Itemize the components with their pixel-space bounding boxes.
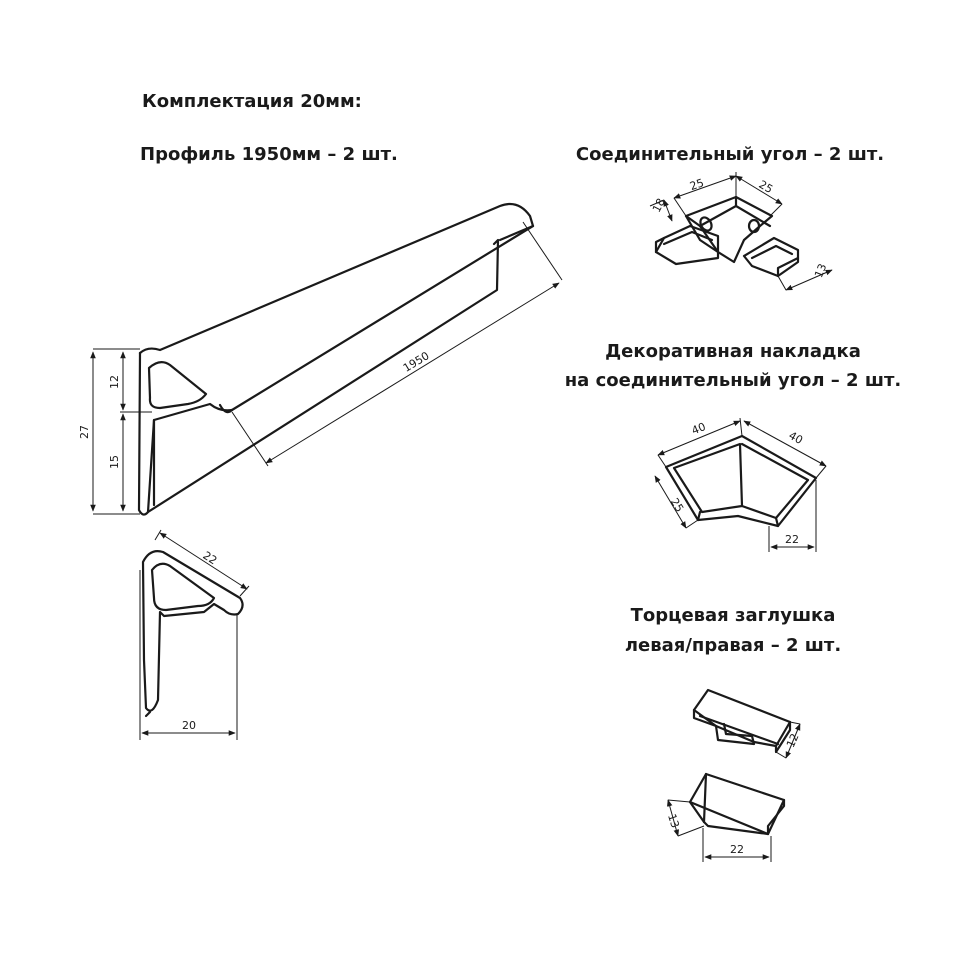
overlay-dimensions <box>654 417 827 552</box>
endcap-caption-line2: левая/правая – 2 шт. <box>624 635 842 656</box>
endcap-dim-13: 13 <box>665 812 682 829</box>
overlay-dim-25: 25 <box>668 496 686 515</box>
corner-dim-25b: 25 <box>756 178 775 196</box>
dim-top-width: 22 <box>200 549 219 568</box>
overlay-caption-line2: на соединительный угол – 2 шт. <box>564 370 902 391</box>
overlay-drawing <box>664 434 818 528</box>
overlay-dim-22: 22 <box>785 533 799 546</box>
dim-height-top: 12 <box>108 375 121 389</box>
cross-section-dimensions <box>139 529 250 740</box>
profile-dimensions <box>90 221 563 515</box>
corner-dim-18: 18 <box>650 196 668 214</box>
dim-height-bottom: 15 <box>108 455 121 469</box>
endcap-bottom-drawing <box>688 772 786 836</box>
overlay-caption-line1: Декоративная накладка <box>605 341 861 362</box>
corner-dim-25a: 25 <box>688 176 705 193</box>
endcap-dim-12: 12 <box>784 732 802 750</box>
corner-dim-13: 13 <box>812 262 829 280</box>
endcap-dimensions <box>666 721 801 862</box>
overlay-dim-40a: 40 <box>690 420 708 437</box>
profile-3d-drawing <box>137 202 535 516</box>
endcap-caption-line1: Торцевая заглушка <box>630 605 836 626</box>
endcap-top-drawing <box>692 688 792 754</box>
dim-height-total: 27 <box>78 425 91 439</box>
corner-caption: Соединительный угол – 2 шт. <box>575 144 885 165</box>
dim-base-width: 20 <box>182 719 196 732</box>
corner-dimensions <box>649 172 833 291</box>
endcap-dim-22: 22 <box>730 843 744 856</box>
profile-cross-section <box>141 550 244 718</box>
profile-caption: Профиль 1950мм – 2 шт. <box>140 144 398 165</box>
kit-title: Комплектация 20мм: <box>142 91 362 112</box>
overlay-dim-40b: 40 <box>786 429 805 447</box>
